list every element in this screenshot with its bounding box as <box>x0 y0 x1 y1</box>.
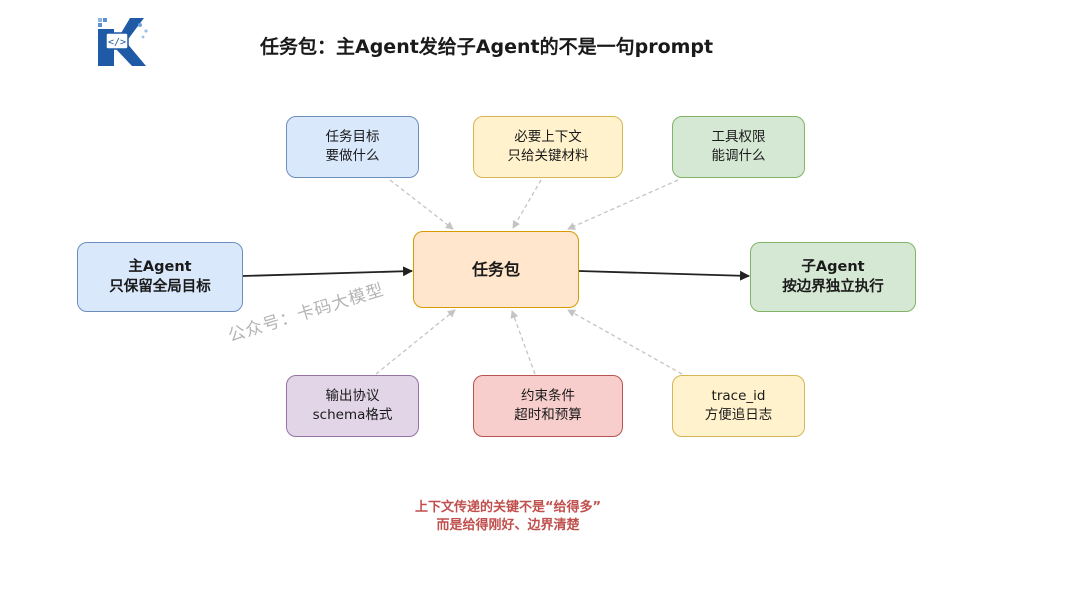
brand-logo: </> <box>96 15 152 69</box>
arrow-tools-to-package <box>567 179 679 230</box>
arrow-output-to-package <box>375 309 456 375</box>
footnote-line-2: 而是给得刚好、边界清楚 <box>436 518 580 533</box>
node-trace: trace_id 方便追日志 <box>672 375 805 437</box>
node-main-agent-title: 主Agent <box>128 259 192 275</box>
node-context-desc: 只给关键材料 <box>507 148 589 164</box>
node-output-protocol-title: 输出协议 <box>325 388 380 404</box>
node-task-goal-desc: 要做什么 <box>325 148 380 164</box>
node-output-protocol: 输出协议 schema格式 <box>286 375 419 437</box>
node-sub-agent: 子Agent 按边界独立执行 <box>750 242 916 312</box>
node-constraints: 约束条件 超时和预算 <box>473 375 623 437</box>
arrow-main-to-package <box>242 266 413 277</box>
image-glare <box>600 498 930 566</box>
arrow-package-to-sub <box>578 270 750 281</box>
arrow-goal-to-package <box>389 179 454 230</box>
footnote: 上下文传递的关键不是“给得多” 而是给得刚好、边界清楚 <box>388 499 628 535</box>
footnote-line-1: 上下文传递的关键不是“给得多” <box>414 500 602 515</box>
node-tool-permissions-desc: 能调什么 <box>711 148 766 164</box>
code-brackets-icon: </> <box>108 37 126 48</box>
node-output-protocol-desc: schema格式 <box>312 407 393 423</box>
arrow-trace-to-package <box>567 309 683 375</box>
node-task-goal: 任务目标 要做什么 <box>286 116 419 178</box>
node-tool-permissions: 工具权限 能调什么 <box>672 116 805 178</box>
node-tool-permissions-title: 工具权限 <box>711 129 766 145</box>
node-main-agent: 主Agent 只保留全局目标 <box>77 242 243 312</box>
node-main-agent-desc: 只保留全局目标 <box>109 279 211 295</box>
node-constraints-title: 约束条件 <box>521 388 575 404</box>
arrow-context-to-package <box>512 179 542 229</box>
page-title: 任务包：主Agent发给子Agent的不是一句prompt <box>260 36 714 58</box>
node-sub-agent-title: 子Agent <box>801 259 865 275</box>
node-task-package-title: 任务包 <box>471 259 520 279</box>
node-task-goal-title: 任务目标 <box>325 129 380 145</box>
arrow-constraints-to-package <box>510 310 536 375</box>
node-task-package: 任务包 <box>413 231 579 308</box>
node-context-title: 必要上下文 <box>514 129 582 145</box>
node-trace-desc: 方便追日志 <box>704 407 773 423</box>
node-context: 必要上下文 只给关键材料 <box>473 116 623 178</box>
node-sub-agent-desc: 按边界独立执行 <box>782 279 884 295</box>
node-trace-title: trace_id <box>711 388 766 404</box>
node-constraints-desc: 超时和预算 <box>514 407 582 423</box>
